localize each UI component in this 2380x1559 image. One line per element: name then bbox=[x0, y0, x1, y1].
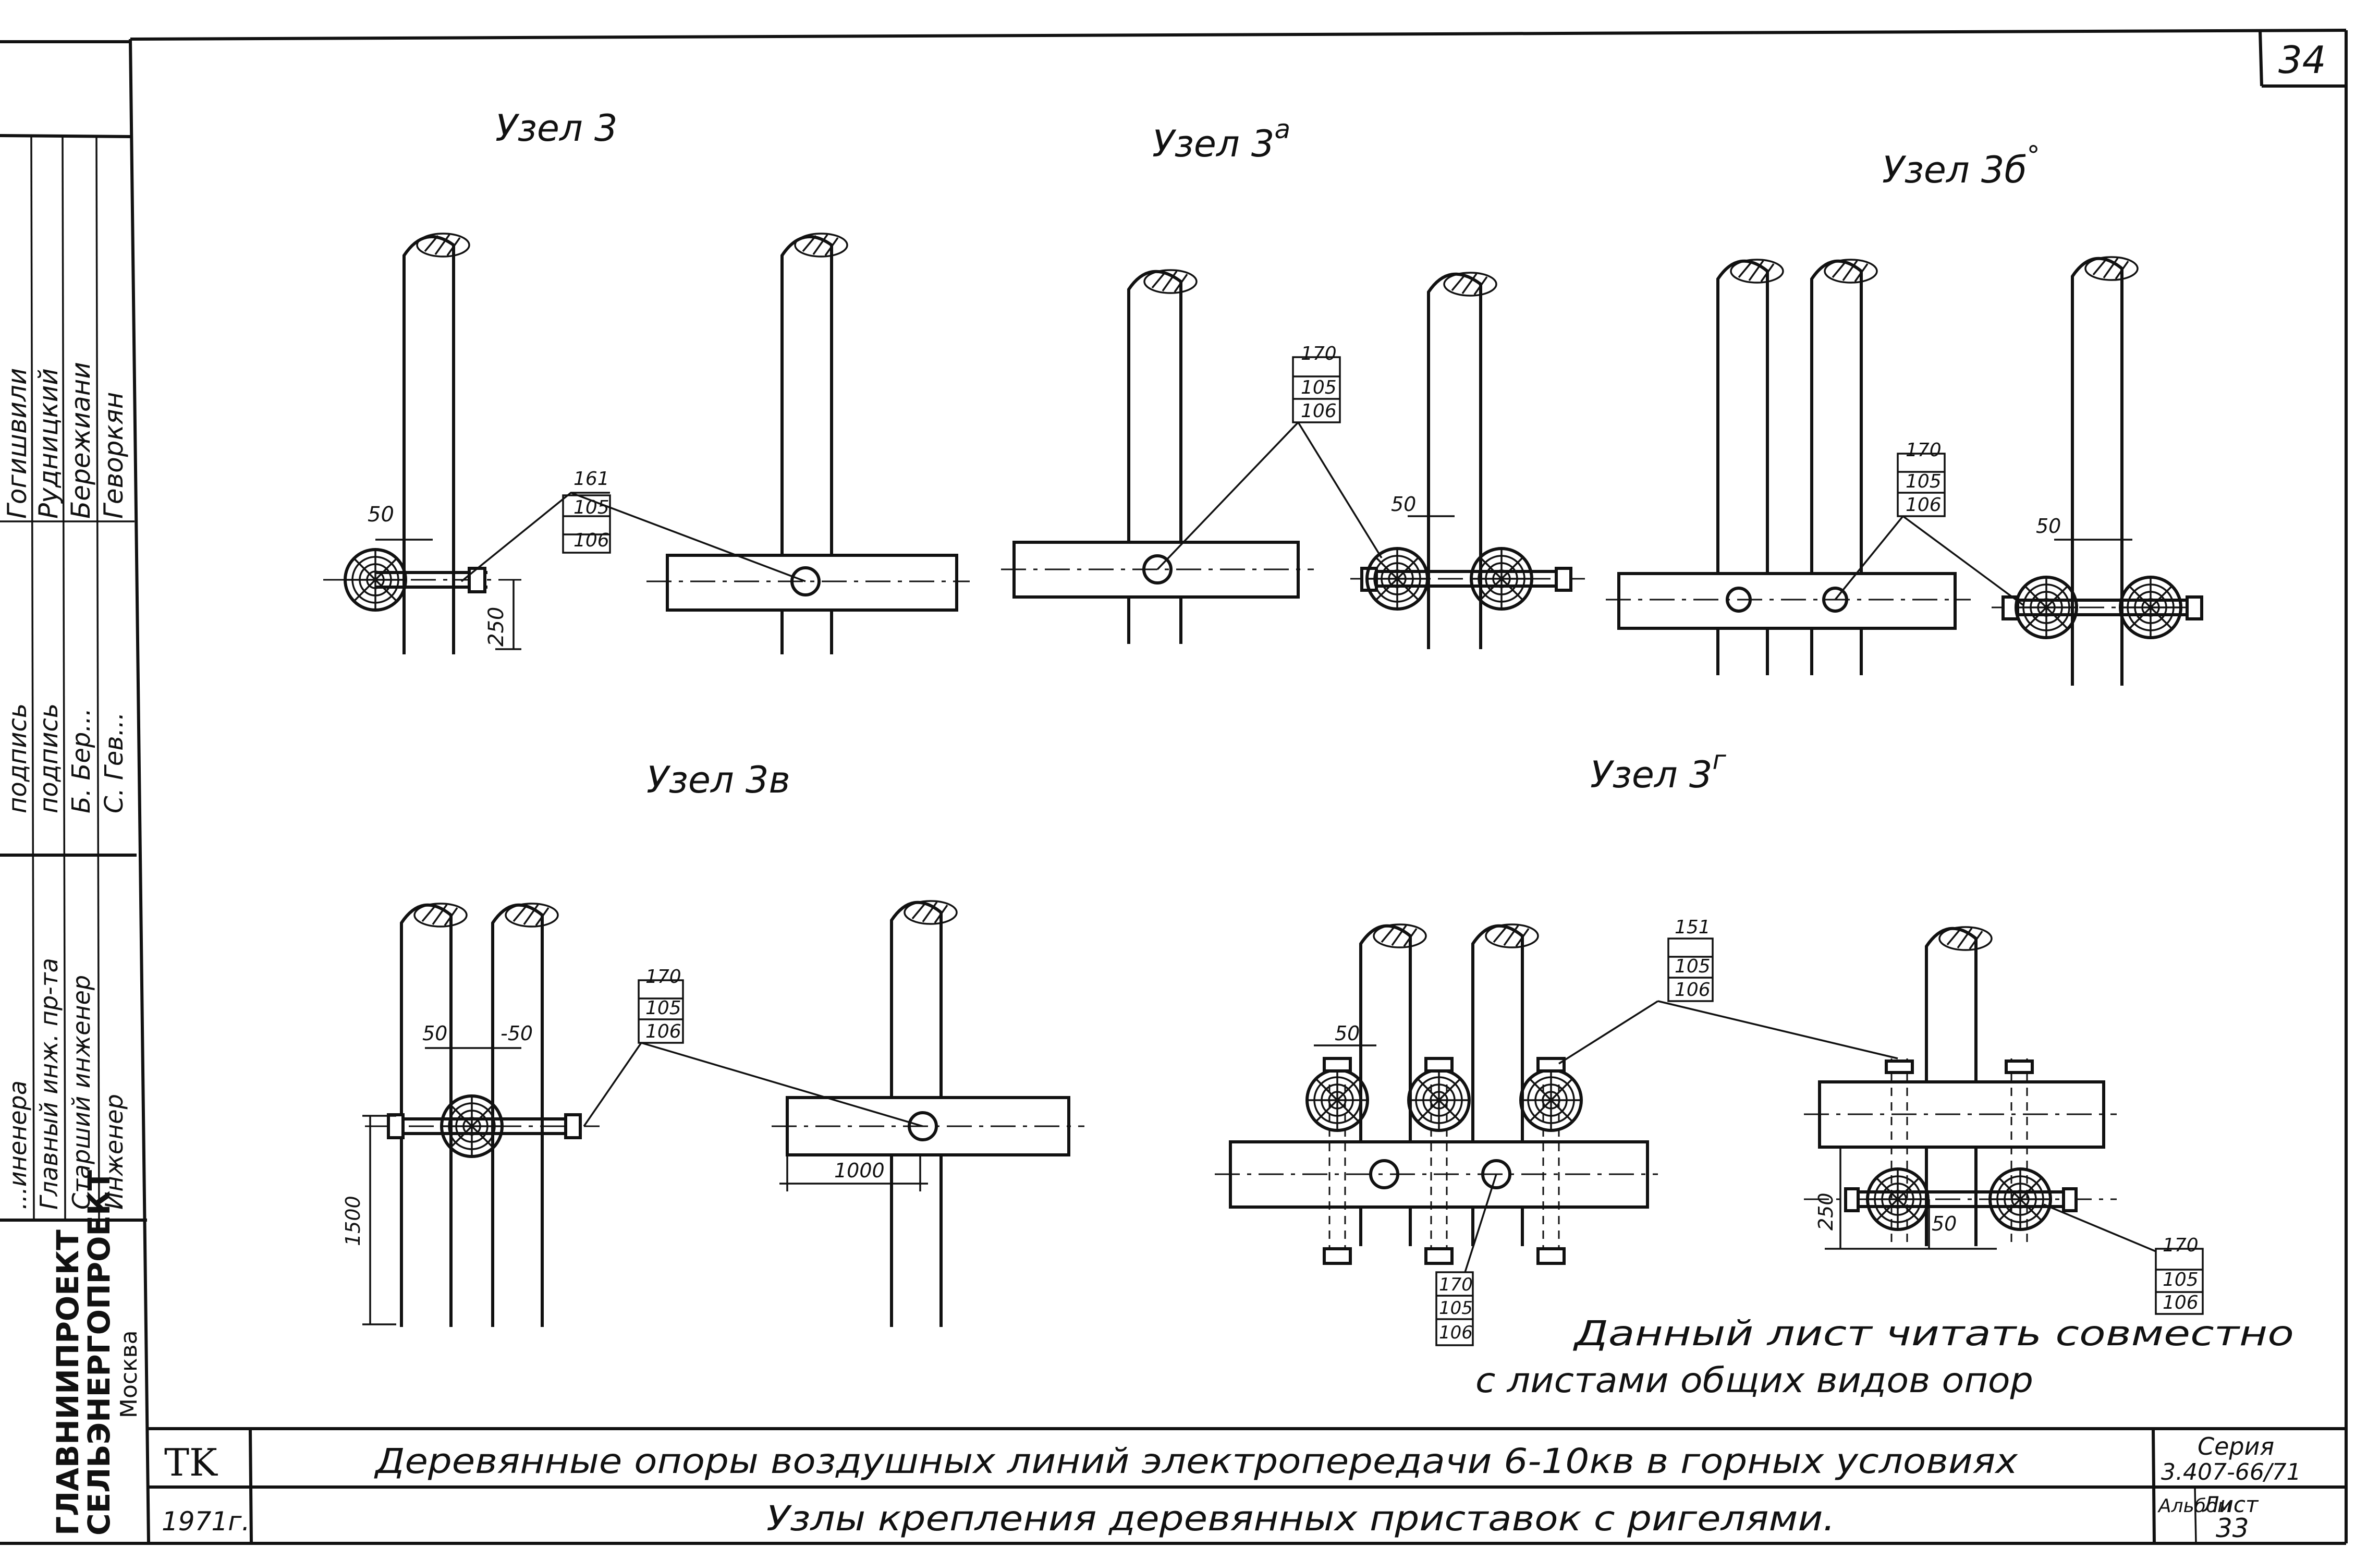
node-3-dim-250: 250 bbox=[484, 607, 508, 647]
node-3v-dim-1000: 1000 bbox=[834, 1159, 885, 1182]
side-role-2: Главный инж. пр-та bbox=[35, 958, 63, 1210]
series-value: 3.407-66/71 bbox=[2161, 1459, 2301, 1485]
node-3v-dim-1500: 1500 bbox=[341, 1196, 364, 1246]
org-line-2: СЕЛЬЭНЕРГОПРОЕКТ bbox=[81, 1170, 117, 1536]
node-title-3a: Узел 3а bbox=[1152, 114, 1290, 165]
node-3-front-view bbox=[646, 233, 970, 654]
node-3v-dim-50: 50 bbox=[422, 1022, 447, 1045]
callout-170-3g-r-a: 170 bbox=[2163, 1235, 2199, 1256]
sheet-note-line-1: Данный лист читать совместно bbox=[1572, 1313, 2294, 1354]
node-title-3: Узел 3 bbox=[495, 107, 617, 150]
node-3a-dim-50: 50 bbox=[1391, 493, 1416, 516]
node-3b-front-view bbox=[1606, 259, 1971, 675]
sheet-value: 33 bbox=[2216, 1513, 2249, 1543]
side-organization: ГЛАВНИИПРОЕКТ СЕЛЬЭНЕРГОПРОЕКТ Москва bbox=[50, 1170, 142, 1536]
node-3-side-view bbox=[323, 233, 521, 654]
callout-170-3g-r-b: 105 bbox=[2163, 1269, 2199, 1290]
side-names: Гогишвили Рудницкий Бережиани Геворкян bbox=[2, 362, 129, 519]
sheet-number: 34 bbox=[2278, 38, 2326, 82]
callout-170-3b-a: 170 bbox=[1906, 440, 1942, 461]
side-signature-4: С. Гев... bbox=[100, 712, 129, 813]
node-3b-side-view bbox=[1992, 256, 2211, 686]
side-signatures: подпись подпись Б. Бер... С. Гев... bbox=[3, 703, 129, 813]
sheet-frame bbox=[0, 29, 2348, 1545]
side-role-4: Инженер bbox=[100, 1094, 128, 1210]
callout-170-3a-a: 170 bbox=[1301, 343, 1337, 364]
callout-170-3a-c: 106 bbox=[1301, 400, 1337, 422]
node-3g-dim-250: 250 bbox=[1814, 1192, 1837, 1231]
node-title-3g: Узел 3г bbox=[1590, 745, 1726, 796]
node-title-3b: Узел 3б° bbox=[1882, 140, 2040, 191]
callout-161-a: 161 bbox=[573, 468, 609, 490]
org-line-1: ГЛАВНИИПРОЕКТ bbox=[50, 1229, 86, 1536]
callout-170-3v-c: 106 bbox=[645, 1021, 681, 1042]
callout-170-3g-right bbox=[2043, 1203, 2204, 1315]
node-3a-front-view bbox=[1001, 269, 1314, 644]
org-city: Москва bbox=[116, 1330, 142, 1418]
side-name-1: Гогишвили bbox=[2, 368, 32, 519]
node-3v-front-view bbox=[772, 900, 1084, 1327]
node-3-dim-50: 50 bbox=[368, 503, 394, 527]
side-name-4: Геворкян bbox=[99, 392, 129, 519]
callout-161-c: 106 bbox=[573, 530, 609, 551]
node-3b-dim-50: 50 bbox=[2036, 515, 2061, 538]
side-signature-3: Б. Бер... bbox=[67, 708, 96, 813]
title-left-mark: TK bbox=[164, 1441, 218, 1484]
side-signature-1: подпись bbox=[3, 703, 32, 813]
side-role-3: Старший инженер bbox=[67, 975, 95, 1210]
callout-170-3b-b: 105 bbox=[1906, 471, 1942, 492]
callout-151-a: 151 bbox=[1675, 917, 1711, 938]
callout-151 bbox=[1558, 937, 1898, 1065]
title-sub: Узлы крепления деревянных приставок с ри… bbox=[766, 1499, 1835, 1539]
side-stamp bbox=[0, 134, 147, 1222]
callout-161-b: 105 bbox=[573, 497, 609, 518]
callout-170-3v bbox=[583, 979, 923, 1127]
node-title-3v: Узел 3в bbox=[646, 759, 790, 801]
callout-170-3g-b-a: 170 bbox=[1439, 1274, 1473, 1295]
callout-170-3g-b-c: 106 bbox=[1439, 1322, 1473, 1343]
callout-170-3g-r-c: 106 bbox=[2163, 1292, 2199, 1313]
callout-170-3b bbox=[1834, 453, 2024, 606]
node-3g-side-view bbox=[1804, 926, 2117, 1250]
callout-170-3b-c: 106 bbox=[1906, 494, 1942, 516]
node-3v-side-view bbox=[362, 903, 600, 1327]
side-role-1: ...иненера bbox=[4, 1080, 32, 1210]
node-3g-dim-50-b: 50 bbox=[1932, 1212, 1957, 1235]
sheet-label: Лист bbox=[2202, 1492, 2259, 1517]
side-signature-2: подпись bbox=[34, 703, 64, 813]
callout-151-b: 105 bbox=[1675, 956, 1711, 977]
series-label: Серия bbox=[2198, 1432, 2274, 1460]
callout-170-3a bbox=[1156, 356, 1383, 570]
node-3a-side-view bbox=[1350, 272, 1585, 649]
node-3g-front-view bbox=[1215, 923, 1658, 1265]
title-year: 1971г. bbox=[162, 1506, 250, 1537]
side-roles: ...иненера Главный инж. пр-та Старший ин… bbox=[4, 958, 128, 1210]
side-name-3: Бережиани bbox=[66, 362, 96, 519]
album-label: Альбом bbox=[2157, 1495, 2231, 1517]
callout-170-3g-bottom bbox=[1435, 1174, 1497, 1346]
sheet-note-line-2: с листами общих видов опор bbox=[1475, 1360, 2033, 1400]
node-3g-dim-50: 50 bbox=[1335, 1022, 1360, 1045]
callout-170-3v-a: 170 bbox=[645, 966, 681, 988]
side-name-2: Рудницкий bbox=[33, 368, 64, 519]
callout-170-3a-b: 105 bbox=[1301, 377, 1337, 398]
title-main: Деревянные опоры воздушных линий электро… bbox=[374, 1441, 2018, 1481]
title-block bbox=[146, 1427, 2346, 1544]
callout-170-3g-b-b: 105 bbox=[1439, 1298, 1473, 1319]
callout-170-3v-b: 105 bbox=[645, 997, 681, 1019]
callout-161 bbox=[460, 492, 806, 582]
node-3v-dim-m50: -50 bbox=[501, 1022, 533, 1045]
callout-151-c: 106 bbox=[1675, 979, 1711, 1001]
